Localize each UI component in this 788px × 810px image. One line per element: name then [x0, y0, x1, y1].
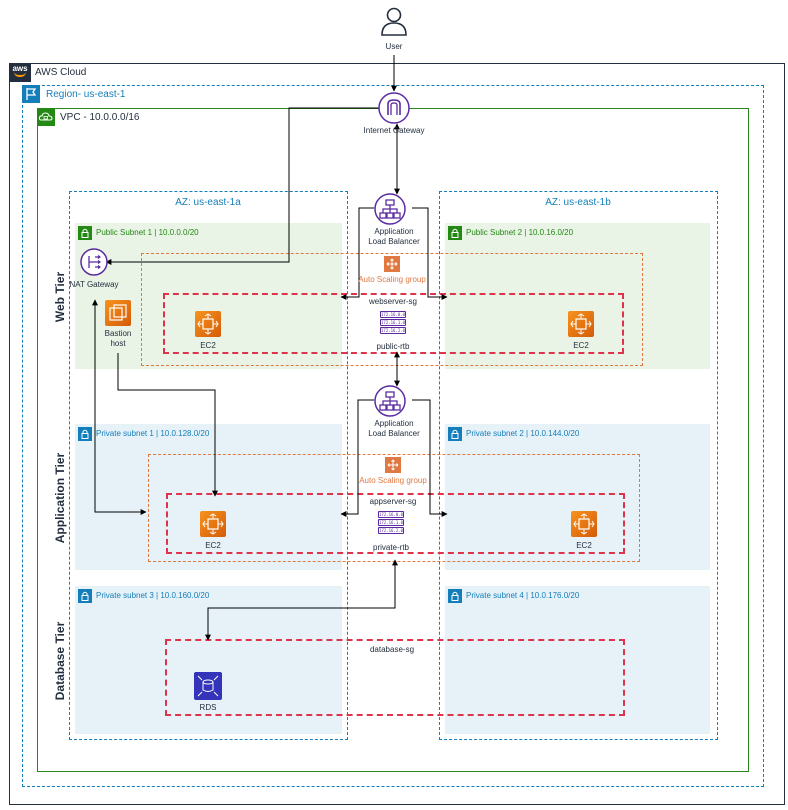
vpc-label: VPC - 10.0.0.0/16 — [60, 112, 140, 123]
public-route-table-icon: 172.16.0.0 172.16.1.0 172.16.2.0 — [380, 311, 406, 334]
bastion-host-icon[interactable] — [105, 300, 131, 326]
private-rtb-label: private-rtb — [372, 543, 410, 552]
internet-gateway-label: Internet Gateway — [363, 126, 425, 135]
region-label: Region- us-east-1 — [46, 89, 126, 100]
ec2-instance-icon[interactable] — [568, 311, 594, 337]
app-alb-right-line — [412, 399, 448, 517]
aws-logo-icon: aws — [9, 63, 31, 82]
load-balancer-icon[interactable] — [374, 193, 406, 225]
ec2-instance-icon[interactable] — [195, 311, 221, 337]
appserver-sg-group — [166, 493, 625, 554]
aws-cloud-group — [9, 63, 785, 805]
database-sg-label: database-sg — [369, 645, 415, 654]
public-subnet-2-label: Public Subnet 2 | 10.0.16.0/20 — [466, 228, 574, 237]
private-subnet-4 — [445, 586, 710, 734]
lock-icon — [448, 589, 462, 603]
webserver-sg-group — [163, 293, 624, 354]
auto-scaling-icon — [385, 457, 401, 473]
web-ec2-right-label: EC2 — [573, 341, 589, 350]
lock-icon — [78, 589, 92, 603]
private-subnet-1-label: Private subnet 1 | 10.0.128.0/20 — [96, 429, 210, 438]
auto-scaling-icon — [384, 256, 400, 272]
rds-icon[interactable] — [194, 672, 222, 700]
rds-label: RDS — [199, 703, 217, 712]
az-1a — [69, 191, 348, 740]
app-to-rds-line — [205, 559, 398, 641]
nat-to-app-ec2-line — [92, 299, 147, 515]
ec2-instance-icon[interactable] — [200, 511, 226, 537]
lock-icon — [448, 427, 462, 441]
nat-gateway-icon[interactable] — [80, 248, 108, 276]
public-subnet-1-label: Public Subnet 1 | 10.0.0.0/20 — [96, 228, 199, 237]
load-balancer-icon[interactable] — [374, 385, 406, 417]
public-rtb-label: public-rtb — [376, 342, 410, 351]
private-route-table-icon: 172.16.0.0 172.16.1.0 172.16.2.0 — [378, 511, 404, 534]
appserver-sg-label: appserver-sg — [369, 497, 417, 506]
private-subnet-2-label: Private subnet 2 | 10.0.144.0/20 — [466, 429, 580, 438]
bastion-to-ec2-line — [117, 353, 218, 497]
internet-gateway-icon[interactable] — [378, 92, 410, 124]
lock-icon — [448, 226, 462, 240]
az-1b-label: AZ: us-east-1b — [545, 197, 611, 208]
az-1b — [439, 191, 718, 740]
region-flag-icon — [22, 85, 40, 103]
public-subnet-2 — [445, 223, 710, 369]
region-group — [22, 85, 764, 787]
az-1a-label: AZ: us-east-1a — [175, 197, 241, 208]
private-subnet-3-label: Private subnet 3 | 10.0.160.0/20 — [96, 591, 210, 600]
vpc-cloud-icon — [37, 108, 55, 126]
web-asg-label: Auto Scaling group — [358, 275, 426, 284]
private-subnet-4-label: Private subnet 4 | 10.0.176.0/20 — [466, 591, 580, 600]
user-icon — [380, 6, 408, 36]
app-asg-label: Auto Scaling group — [359, 476, 427, 485]
user-label: User — [385, 42, 403, 51]
app-alb-left-line — [340, 399, 374, 517]
lock-icon — [78, 427, 92, 441]
app-ec2-right-label: EC2 — [576, 541, 592, 550]
alb-right-line — [412, 207, 448, 300]
app-ec2-left-label: EC2 — [205, 541, 221, 550]
ec2-instance-icon[interactable] — [571, 511, 597, 537]
nat-gateway-label: NAT Gateway — [69, 280, 119, 289]
alb-left-line — [340, 207, 374, 300]
lock-icon — [78, 226, 92, 240]
web-ec2-left-label: EC2 — [200, 341, 216, 350]
private-subnet-2 — [445, 424, 710, 570]
igw-to-nat-line — [105, 107, 380, 265]
aws-cloud-label: AWS Cloud — [35, 67, 87, 78]
webserver-sg-label: webserver-sg — [368, 297, 418, 306]
